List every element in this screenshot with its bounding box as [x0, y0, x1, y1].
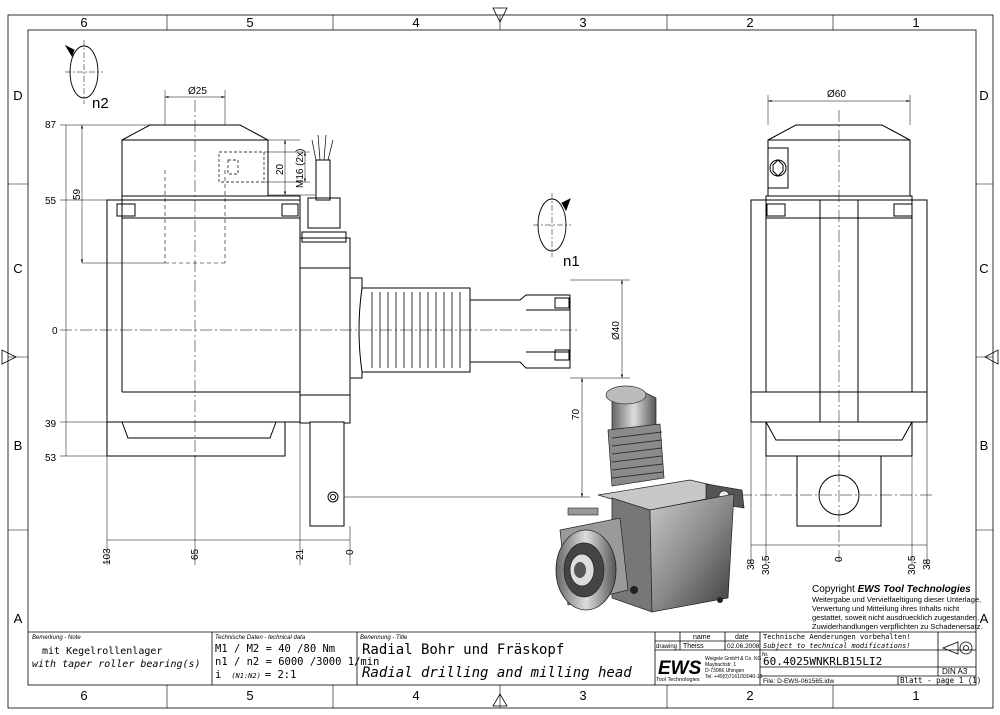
company-line-4: Tel. +49(0)7161/93040-10: [705, 674, 763, 680]
dim-0-vertical: 0: [52, 326, 58, 337]
dim-65: 65: [190, 548, 201, 560]
rotation-n1-label: n1: [563, 253, 580, 270]
drawing-date: 02.06.2008: [727, 643, 760, 650]
name-header: Benennung - Title: [360, 635, 408, 641]
dim-right-30-5-left: 30,5: [761, 555, 772, 575]
tech-line-3: i (N1:N2) = 2:1: [215, 669, 296, 681]
dim-70: 70: [571, 408, 582, 420]
left-dim-labels: Ø25 87 59 55 0 39 53 20 M16 (2x) 103 65 …: [45, 86, 622, 565]
remark-en: with taper roller bearing(s): [32, 659, 201, 670]
row-label-left-c: C: [13, 261, 22, 276]
dim-0-horizontal: 0: [345, 549, 356, 555]
dim-103: 103: [102, 548, 113, 565]
inner-frame: [27, 29, 977, 686]
col-label-top-5: 5: [246, 15, 253, 30]
centering-marks: [1, 7, 999, 707]
copyright-line-2: Verwertung und Mitteilung ihres Inhalts …: [812, 604, 960, 613]
copyright-line-1: Weitergabe und Vervielfaeltigung dieser …: [812, 595, 981, 604]
dim-20: 20: [275, 163, 286, 175]
dim-39: 39: [45, 419, 57, 430]
col-label-bottom-2: 2: [746, 688, 753, 703]
company-line-2: Maybachstr. 1: [705, 662, 736, 668]
rotation-n2-symbol: [64, 40, 103, 104]
remark-header: Bemerkung - Note: [32, 635, 81, 641]
dim-53: 53: [45, 453, 57, 464]
col-label-bottom-6: 6: [80, 688, 87, 703]
dim-m16: M16 (2x): [295, 149, 306, 188]
notice-de: Technische Aenderungen vorbehalten!: [763, 633, 911, 641]
dim-right-38-right: 38: [922, 558, 933, 570]
copyright-prefix: Copyright: [812, 584, 858, 595]
copyright-line-4: Zuwiderhandlungen verpflichten zu Schade…: [812, 622, 983, 631]
tech-line-1: M1 / M2 = 40 /80 Nm: [215, 643, 335, 655]
name-en: Radial drilling and milling head: [362, 665, 632, 681]
col-label-top-3: 3: [579, 15, 586, 30]
row-label-left-b: B: [14, 438, 23, 453]
company-line-3: D-73066 Uhingen: [705, 668, 744, 674]
col-label-top-2: 2: [746, 15, 753, 30]
row-label-right-c: C: [979, 261, 988, 276]
title-block-grid: [28, 631, 976, 685]
nr-label: Nr.: [762, 652, 768, 658]
row-label-right-a: A: [980, 611, 989, 626]
dim-59: 59: [72, 188, 83, 200]
dim-right-30-5-right: 30,5: [907, 555, 918, 575]
grid-labels: 6 5 4 3 2 1 6 5 4 3 2 1 D C B A D C B A: [13, 15, 988, 703]
tech-line-3-value: = 2:1: [265, 669, 297, 681]
col-label-bottom-5: 5: [246, 688, 253, 703]
format: DIN A3: [942, 667, 968, 676]
ews-logo-sub: Tool Technologies: [656, 677, 700, 683]
col-label-bottom-3: 3: [579, 688, 586, 703]
col-label-top-6: 6: [80, 15, 87, 30]
drawer-name: Theiss: [683, 643, 704, 650]
copyright-title: Copyright EWS Tool Technologies: [812, 584, 971, 595]
dim-21: 21: [295, 548, 306, 560]
right-center-lines: [740, 110, 935, 565]
right-dim-labels: Ø60 38 30,5 0 30,5 38: [746, 89, 933, 575]
copyright-brand: EWS Tool Technologies: [858, 584, 972, 595]
col-label-top-1: 1: [912, 15, 919, 30]
dim-diameter-25: Ø25: [188, 86, 207, 97]
name-de: Radial Bohr und Fräskopf: [362, 642, 564, 658]
render-3d-tool-head: [555, 385, 745, 613]
col-date: date: [735, 634, 749, 641]
row-label-right-b: B: [980, 438, 989, 453]
rotation-n2-label: n2: [92, 95, 109, 112]
dim-87: 87: [45, 120, 57, 131]
tech-line-2: n1 / n2 = 6000 /3000 1/min: [215, 656, 379, 668]
row-drawing: drawing: [656, 644, 677, 650]
col-label-bottom-1: 1: [912, 688, 919, 703]
dim-right-38-left: 38: [746, 558, 757, 570]
left-center-lines: [60, 100, 580, 460]
left-dimensions: [60, 90, 630, 565]
col-label-top-4: 4: [412, 15, 419, 30]
copyright-block: Copyright EWS Tool Technologies Weiterga…: [812, 584, 983, 631]
title-block-text: Bemerkung - Note mit Kegelrollenlager wi…: [32, 633, 981, 685]
company-line-1: Weigele GmbH & Co. KG: [705, 656, 761, 662]
dim-diameter-40: Ø40: [611, 321, 622, 340]
dim-diameter-60: Ø60: [827, 89, 846, 100]
copyright-line-3: gestattet, soweit nicht ausdruecklich zu…: [812, 613, 979, 622]
col-label-bottom-4: 4: [412, 688, 419, 703]
left-view: [106, 124, 571, 527]
remark-de: mit Kegelrollenlager: [42, 646, 162, 657]
tech-header: Technische Daten - technical data: [215, 635, 306, 641]
tech-line-3-ratio: (N1:N2): [231, 672, 261, 680]
row-label-left-d: D: [13, 88, 22, 103]
part-number: 60.4025WNKRLB15LI2: [763, 655, 882, 668]
right-dimensions: [750, 95, 928, 565]
notice-en: Subject to technical modifications!: [763, 642, 911, 650]
file-name: File: D-EWS-061565.idw: [763, 678, 834, 685]
sheet: Blatt - page 1 (1): [900, 676, 981, 685]
col-name: name: [693, 634, 711, 641]
row-label-right-d: D: [979, 88, 988, 103]
tech-line-3-i: i: [215, 669, 221, 681]
ews-logo: EWS: [658, 658, 702, 679]
row-label-left-a: A: [14, 611, 23, 626]
rotation-n1-symbol: [533, 193, 571, 257]
dim-55: 55: [45, 196, 57, 207]
projection-symbol-icon: [941, 641, 973, 655]
dim-right-0: 0: [834, 556, 845, 562]
